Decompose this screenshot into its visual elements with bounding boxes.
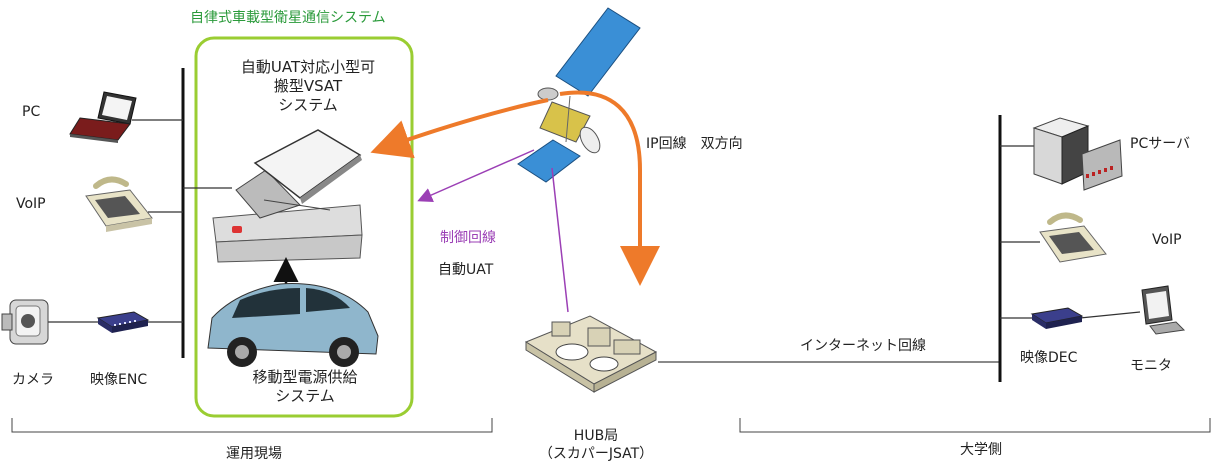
laptop-icon bbox=[69, 91, 137, 143]
phone-icon-right bbox=[1039, 212, 1107, 263]
power-label-line2: システム bbox=[275, 386, 335, 405]
vsat-label-line3: システム bbox=[278, 95, 338, 114]
internet-line-label: インターネット回線 bbox=[800, 338, 926, 354]
monitor-label: モニタ bbox=[1130, 358, 1172, 374]
power-label-line1: 移動型電源供給 bbox=[252, 368, 358, 386]
pc-server-label: PCサーバ bbox=[1130, 136, 1191, 152]
satellite-icon bbox=[517, 7, 641, 183]
site-section-label: 運用現場 bbox=[226, 446, 282, 462]
university-section-label: 大学側 bbox=[960, 442, 1002, 458]
voip-right-label: VoIP bbox=[1152, 232, 1182, 248]
hub-station-icon bbox=[524, 315, 658, 393]
system-title: 自律式車載型衛星通信システム bbox=[190, 10, 386, 26]
control-line-to-vsat bbox=[417, 149, 535, 203]
ip-line-to-hub bbox=[559, 90, 660, 286]
car-icon bbox=[207, 283, 379, 367]
control-line-from-hub bbox=[551, 167, 569, 313]
monitor-icon bbox=[1141, 285, 1186, 335]
pc-label: PC bbox=[22, 104, 41, 120]
voip-label: VoIP bbox=[16, 196, 46, 212]
power-label: 移動型電源供給 システム bbox=[220, 368, 390, 406]
ip-line-label: IP回線 双方向 bbox=[646, 136, 743, 152]
decoder-label: 映像DEC bbox=[1020, 350, 1078, 366]
hub-label-line1: HUB局 bbox=[573, 428, 619, 444]
encoder-icon bbox=[96, 311, 150, 333]
vsat-label-line2: 搬型VSAT bbox=[273, 76, 343, 95]
decoder-icon bbox=[1030, 307, 1084, 329]
server-icon bbox=[1032, 117, 1123, 191]
university-bracket bbox=[739, 418, 1211, 433]
hub-label-line2: （スカパーJSAT） bbox=[538, 445, 654, 462]
vsat-label-line1: 自動UAT対応小型可 bbox=[240, 58, 376, 76]
hub-label: HUB局 （スカパーJSAT） bbox=[516, 428, 676, 463]
auto-uat-label: 自動UAT bbox=[438, 262, 494, 278]
decoder-to-monitor-link bbox=[1079, 311, 1141, 319]
camera-label: カメラ bbox=[12, 372, 54, 388]
vsat-label: 自動UAT対応小型可 搬型VSAT システム bbox=[228, 58, 388, 114]
ip-line-to-vsat bbox=[370, 98, 549, 159]
phone-icon bbox=[85, 176, 153, 232]
encoder-label: 映像ENC bbox=[90, 372, 148, 388]
camera-icon bbox=[1, 299, 49, 345]
vehicle-system-frame bbox=[194, 36, 414, 418]
control-line-label: 制御回線 bbox=[440, 230, 496, 246]
site-bracket bbox=[11, 418, 493, 433]
vsat-antenna-icon bbox=[212, 129, 363, 263]
